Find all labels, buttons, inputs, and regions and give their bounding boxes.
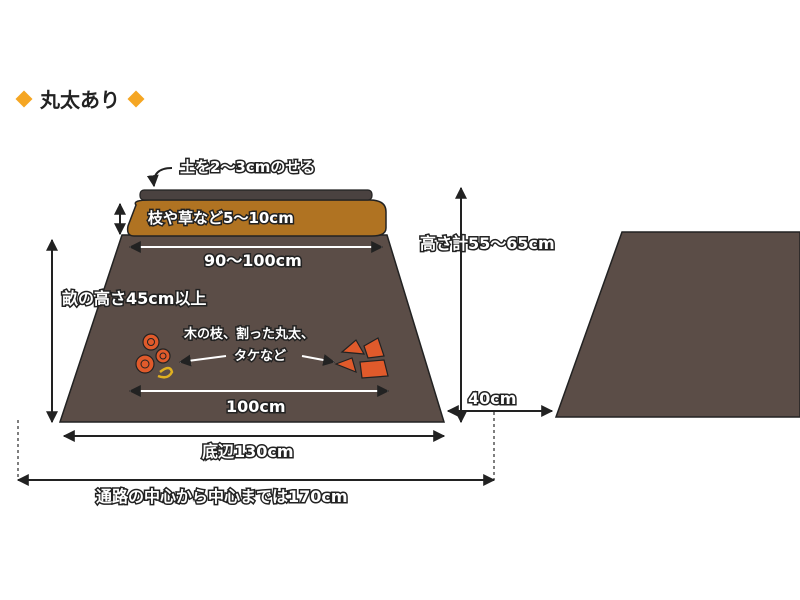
materials-left-arrow [178,354,227,367]
center-distance-label: 通路の中心から中心までは170cm [96,487,348,506]
section-heading: 丸太あり [15,84,145,113]
materials-label-line2: タケなど [234,349,286,364]
ridge-height-label: 畝の高さ45cm以上 [62,289,206,308]
base-width-label: 底辺130cm [202,442,294,461]
soil-top-layer [139,189,373,201]
gap-label: 40cm [468,389,516,408]
total-height-label: 高さ計55〜65cm [420,234,555,253]
materials-label-line1: 木の枝、割った丸太、 [183,326,314,342]
materials-right-arrow [301,354,336,366]
heading-text: 丸太あり [40,88,120,112]
inner-width-label: 100cm [226,397,286,416]
log-rounds-icon [135,333,174,379]
branch-layer-label: 枝や草など5〜10cm [148,209,294,227]
soil-pointer-arrow [146,167,173,188]
top-width-label: 90〜100cm [204,251,302,270]
split-log-pieces-icon [334,337,389,379]
adjacent-ridge-mound [554,231,800,418]
soil-top-label: 土を2〜3cmのせる [180,158,315,176]
